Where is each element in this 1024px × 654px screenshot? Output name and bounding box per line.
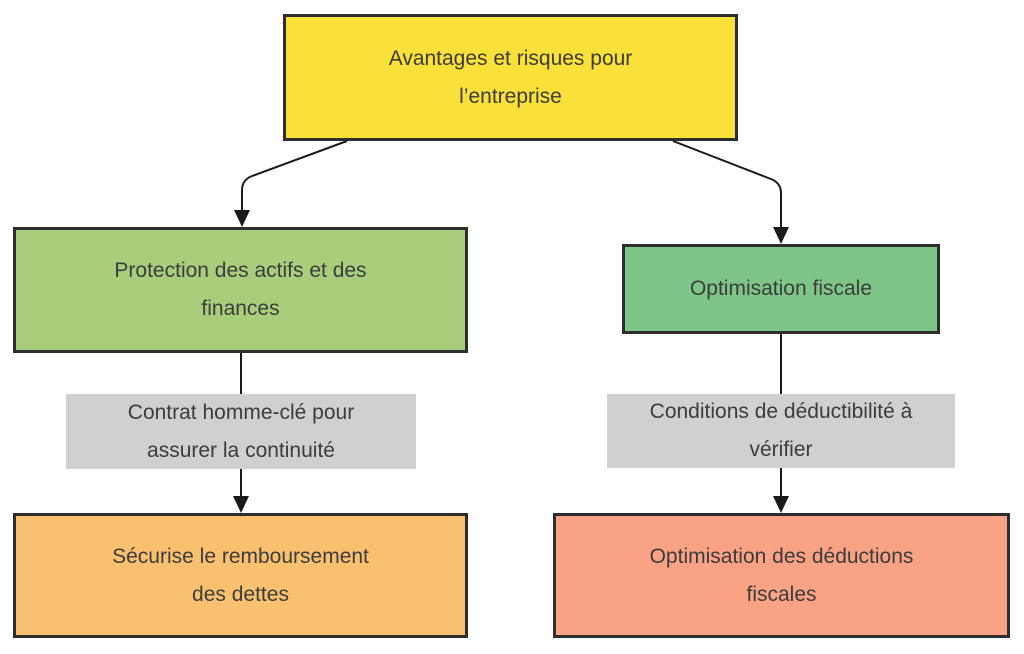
node-label-line: Optimisation des déductions <box>649 544 914 568</box>
node-label-line: Avantages et risques pour <box>388 46 633 70</box>
node-label-line: Optimisation fiscale <box>689 277 873 300</box>
edge-label-line: vérifier <box>749 438 813 461</box>
edge-label-line: assurer la continuité <box>147 438 335 462</box>
node-label-line: Sécurise le remboursement <box>112 544 369 568</box>
edge-label-contrat-homme-cle: Contrat homme-clé pour assurer la contin… <box>66 394 416 469</box>
edge-root-to-protection <box>234 140 348 227</box>
node-label-line: finances <box>201 297 280 320</box>
edge-label-conditions-deductibilite: Conditions de déductibilité à vérifier <box>607 394 955 468</box>
node-protection-actifs: Protection des actifs et des finances <box>13 227 468 353</box>
node-optimisation-deductions: Optimisation des déductions fiscales <box>553 513 1010 638</box>
node-label-line: Protection des actifs et des <box>114 259 367 282</box>
node-securise-remboursement: Sécurise le remboursement des dettes <box>13 513 468 638</box>
node-optimisation-fiscale: Optimisation fiscale <box>622 244 940 334</box>
node-label-line: l’entreprise <box>459 84 562 108</box>
edge-label-line: Contrat homme-clé pour <box>127 400 355 424</box>
node-avantages-et-risques: Avantages et risques pour l’entreprise <box>283 14 738 141</box>
edge-root-to-fiscale <box>672 140 789 244</box>
edge-label-line: Conditions de déductibilité à <box>649 400 913 423</box>
node-label-line: fiscales <box>746 582 817 606</box>
node-label-line: des dettes <box>192 582 289 606</box>
